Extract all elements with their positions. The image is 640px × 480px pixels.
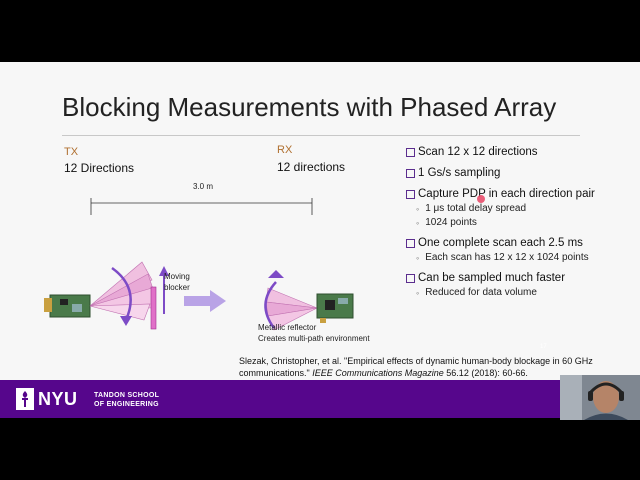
sub-bullet-text: Each scan has 12 x 12 x 1024 points xyxy=(425,252,589,263)
bullet-text: Can be sampled much faster xyxy=(418,272,566,284)
rx-beam-fan xyxy=(265,287,318,331)
rx-board-icon xyxy=(316,293,354,323)
blocker-label-line1: Moving xyxy=(164,272,190,281)
blocker-label: Moving blocker xyxy=(164,271,190,293)
tx-sweep-arrow xyxy=(111,266,132,321)
title-underline xyxy=(62,135,580,136)
checkbox-bullet-icon xyxy=(406,273,415,283)
checkbox-bullet-icon xyxy=(406,147,415,157)
sub-bullet-text: 1024 points xyxy=(425,217,477,228)
bullet-item: 1 Gs/s sampling xyxy=(406,167,636,179)
dot-bullet-icon: ◦ xyxy=(416,252,420,263)
laser-pointer-icon xyxy=(477,195,485,203)
movement-arrow-icon xyxy=(184,290,226,312)
checkbox-bullet-icon xyxy=(406,168,415,178)
reflector-label-line1: Metallic reflector xyxy=(258,323,317,332)
citation-journal: IEEE Communications Magazine xyxy=(312,367,444,378)
sub-bullet-item: ◦ Each scan has 12 x 12 x 1024 points xyxy=(416,252,636,263)
slide: Blocking Measurements with Phased Array … xyxy=(0,62,640,418)
citation-tail: 56.12 (2018): 60-66. xyxy=(443,367,528,378)
citation: Slezak, Christopher, et al. "Empirical e… xyxy=(239,356,619,379)
distance-marker xyxy=(90,198,313,215)
bullet-item: Capture PDP in each direction pair xyxy=(406,188,636,200)
bullet-text: One complete scan each 2.5 ms xyxy=(418,237,583,249)
dot-bullet-icon: ◦ xyxy=(416,203,420,214)
citation-authors: Slezak, Christopher, et al. "Empirical e… xyxy=(239,356,593,378)
sub-bullet-text: Reduced for data volume xyxy=(425,287,537,298)
blocker-label-line2: blocker xyxy=(164,283,190,292)
measurement-diagram xyxy=(44,198,354,331)
rx-directions: 12 directions xyxy=(277,160,346,174)
school-name: TANDON SCHOOL OF ENGINEERING xyxy=(94,391,159,409)
checkbox-bullet-icon xyxy=(406,238,415,248)
bullet-text: 1 Gs/s sampling xyxy=(418,167,501,179)
torch-icon xyxy=(16,388,34,410)
slide-title: Blocking Measurements with Phased Array xyxy=(62,92,557,122)
dot-bullet-icon: ◦ xyxy=(416,217,420,228)
checkbox-bullet-icon xyxy=(406,189,415,199)
sub-bullet-item: ◦ 1024 points xyxy=(416,217,636,228)
school-name-line2: OF ENGINEERING xyxy=(94,401,159,408)
bullet-item: One complete scan each 2.5 ms xyxy=(406,237,636,249)
page-number: 17 xyxy=(540,344,547,350)
nyu-logo: NYU xyxy=(16,388,78,410)
blocker-icon xyxy=(150,286,157,330)
bullet-item: Scan 12 x 12 directions xyxy=(406,146,636,158)
reflector-label: Metallic reflector Creates multi-path en… xyxy=(258,322,370,344)
tx-label: TX xyxy=(64,146,79,158)
sub-bullet-text: 1 μs total delay spread xyxy=(425,203,527,214)
nyu-logo-text: NYU xyxy=(38,388,78,409)
sub-bullet-item: ◦ Reduced for data volume xyxy=(416,287,636,298)
school-name-line1: TANDON SCHOOL xyxy=(94,392,160,399)
distance-label: 3.0 m xyxy=(193,182,214,191)
sub-bullet-item: ◦ 1 μs total delay spread xyxy=(416,203,636,214)
rx-sweep-arrow xyxy=(264,281,277,329)
bullet-text: Capture PDP in each direction pair xyxy=(418,188,595,200)
rx-label: RX xyxy=(277,144,293,156)
bullet-text: Scan 12 x 12 directions xyxy=(418,146,538,158)
reflector-label-line2: Creates multi-path environment xyxy=(258,334,370,343)
tx-beam-fan xyxy=(89,261,155,321)
bullet-item: Can be sampled much faster xyxy=(406,272,636,284)
slide-footer: NYU TANDON SCHOOL OF ENGINEERING xyxy=(0,380,640,418)
tx-board-icon xyxy=(44,294,91,318)
webcam-thumbnail xyxy=(560,375,640,420)
bullet-list: Scan 12 x 12 directions 1 Gs/s sampling … xyxy=(406,146,636,298)
dot-bullet-icon: ◦ xyxy=(416,287,420,298)
tx-directions: 12 Directions xyxy=(64,161,135,175)
